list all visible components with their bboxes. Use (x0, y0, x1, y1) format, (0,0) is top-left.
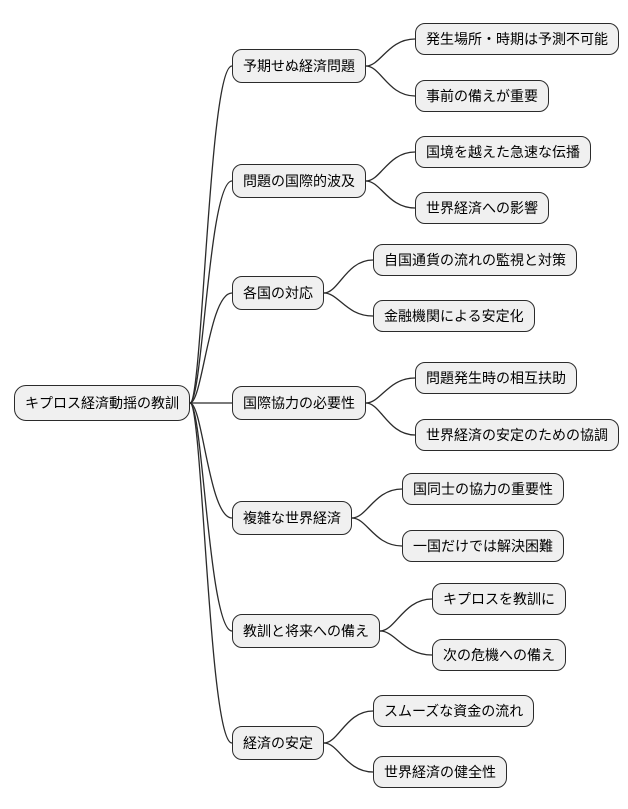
leaf-node-coordination-for-stability: 世界経済の安定のための協調 (415, 419, 619, 451)
leaf-node-unpredictable-time-place: 発生場所・時期は予測不可能 (415, 23, 619, 55)
branch-node-complex-world-economy: 複雑な世界経済 (232, 501, 352, 535)
leaf-node-mutual-aid: 問題発生時の相互扶助 (415, 362, 577, 394)
leaf-node-advance-preparation: 事前の備えが重要 (415, 80, 549, 112)
branch-node-lessons-future-preparation: 教訓と将来への備え (232, 614, 380, 648)
branch-node-international-cooperation: 国際協力の必要性 (232, 386, 366, 420)
leaf-node-currency-flow-monitoring: 自国通貨の流れの監視と対策 (373, 244, 577, 276)
leaf-node-rapid-cross-border-spread: 国境を越えた急速な伝播 (415, 136, 591, 168)
leaf-node-stabilization-by-financial-institutions: 金融機関による安定化 (373, 300, 535, 332)
branch-node-economic-stability: 経済の安定 (232, 726, 324, 760)
root-node: キプロス経済動揺の教訓 (14, 385, 190, 421)
branch-node-international-spread: 問題の国際的波及 (232, 164, 366, 198)
leaf-node-hard-to-solve-alone: 一国だけでは解決困難 (402, 530, 564, 562)
leaf-node-prepare-next-crisis: 次の危機への備え (432, 639, 566, 671)
branch-node-national-responses: 各国の対応 (232, 276, 324, 310)
leaf-node-importance-of-cooperation: 国同士の協力の重要性 (402, 473, 564, 505)
leaf-node-smooth-money-flow: スムーズな資金の流れ (373, 695, 535, 727)
branch-node-unexpected-problems: 予期せぬ経済問題 (232, 49, 366, 83)
leaf-node-sound-world-economy: 世界経済の健全性 (373, 756, 507, 788)
leaf-node-impact-on-world-economy: 世界経済への影響 (415, 192, 549, 224)
leaf-node-cyprus-as-lesson: キプロスを教訓に (432, 583, 566, 615)
